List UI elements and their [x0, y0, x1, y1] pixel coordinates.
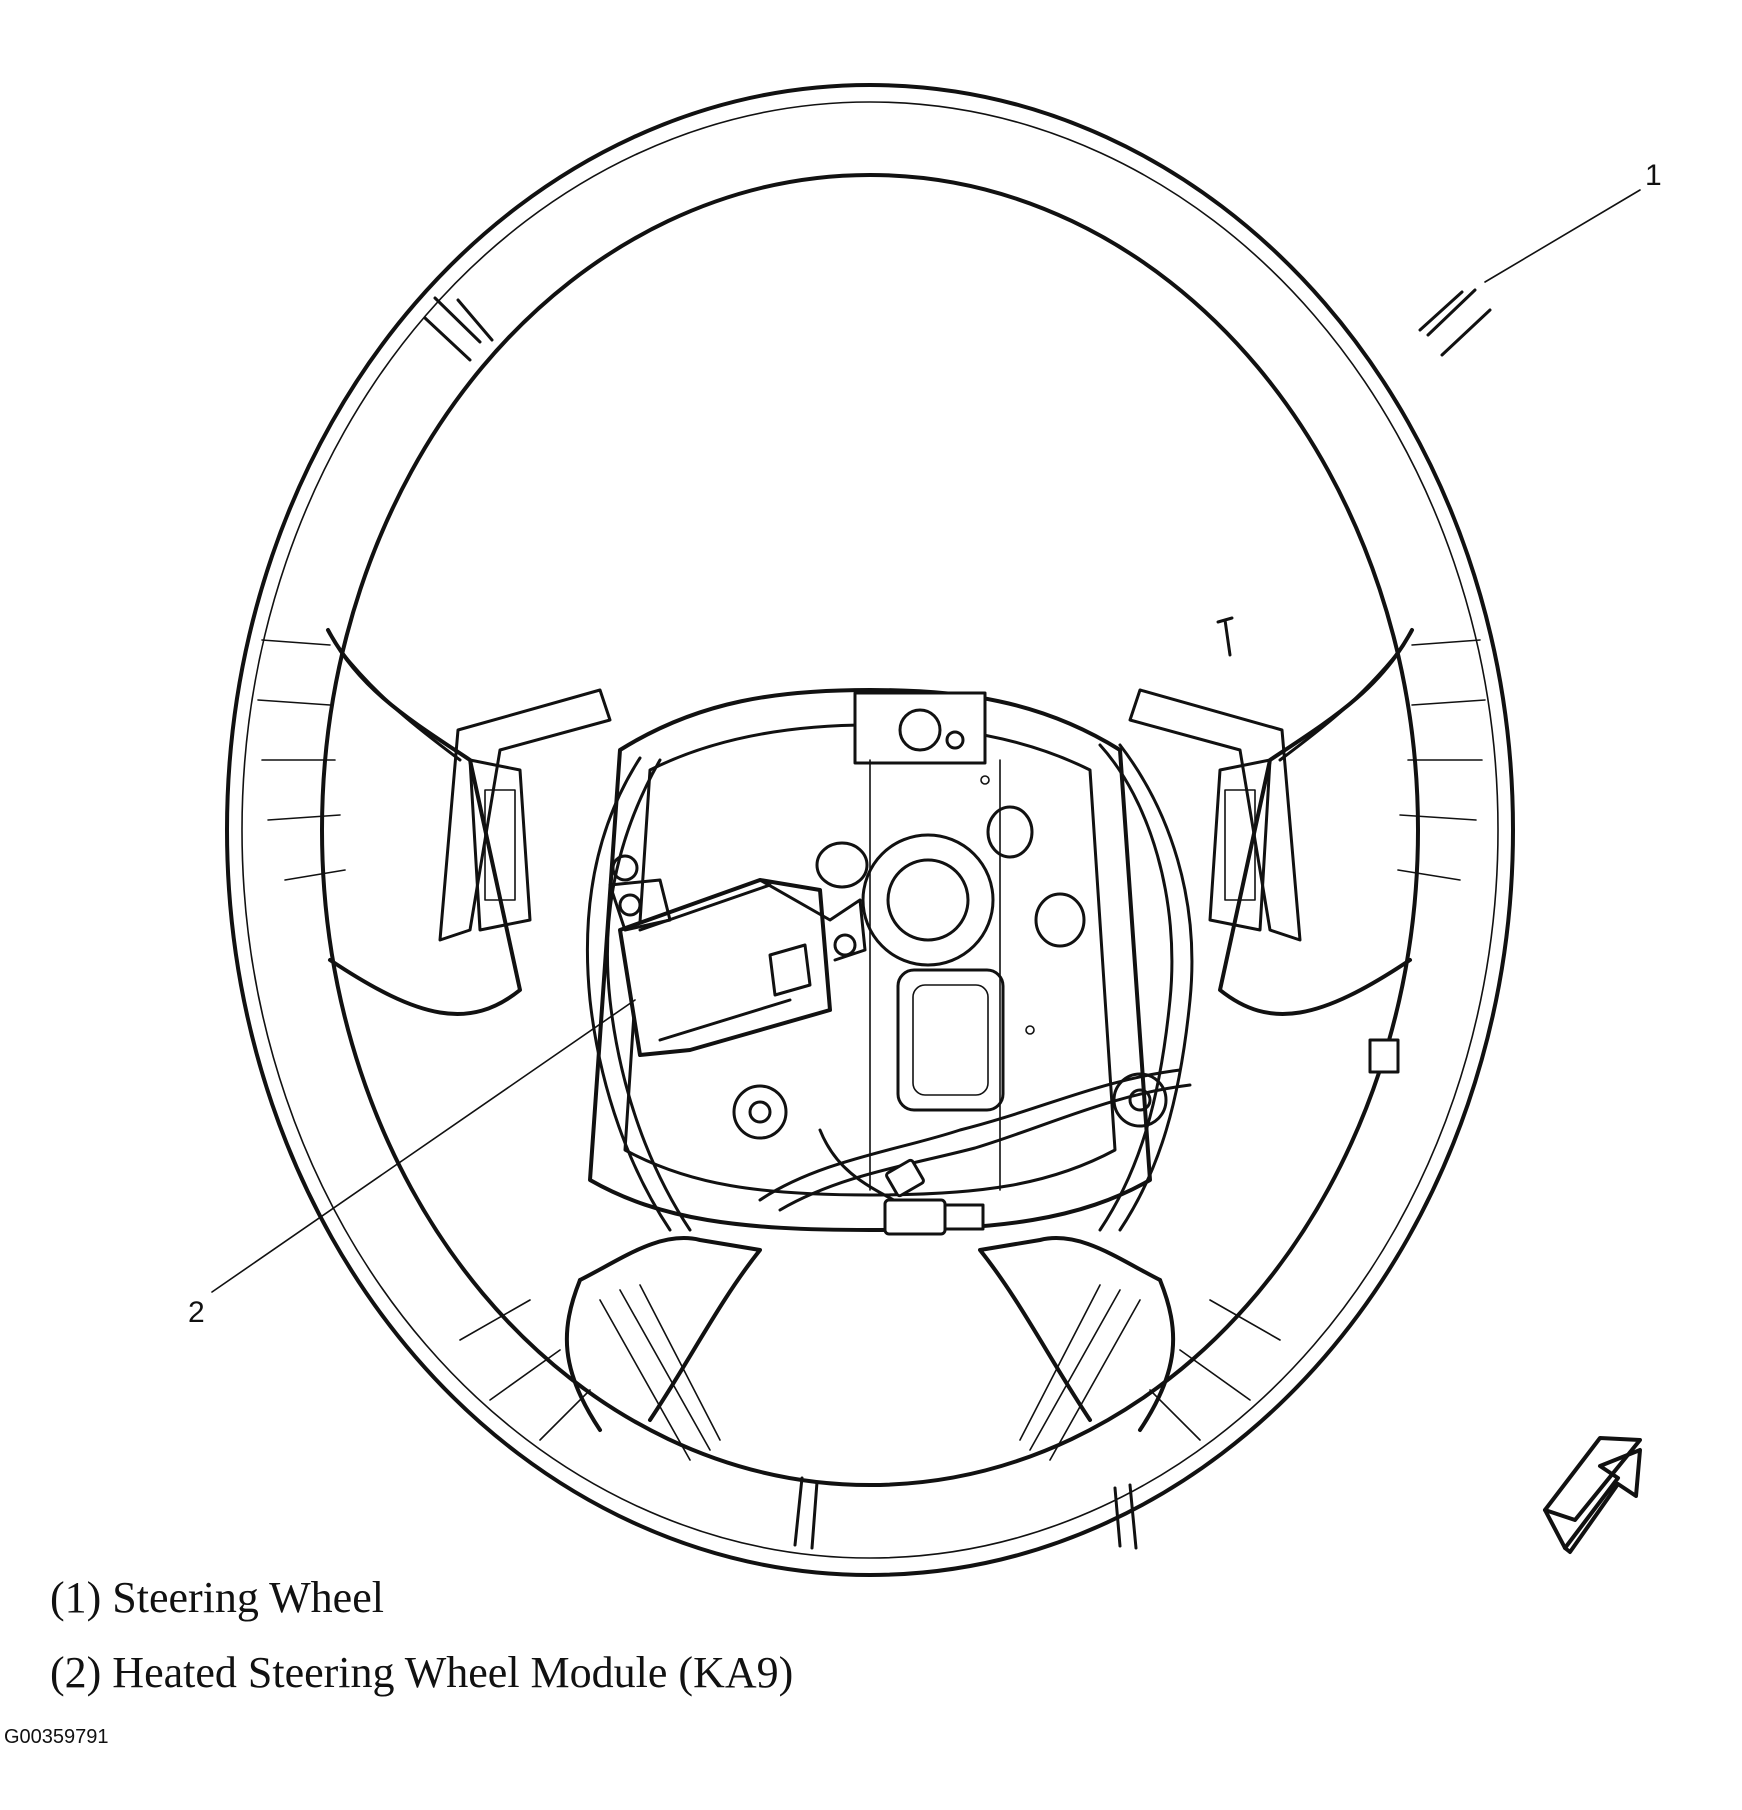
- figure-id: G00359791: [4, 1726, 109, 1748]
- leader-line-2: [211, 999, 636, 1293]
- view-direction-arrow-icon: [1543, 1436, 1642, 1554]
- callout-leaders: [211, 189, 1641, 1293]
- legend-item-steering-wheel: (1) Steering Wheel: [50, 1573, 384, 1622]
- steering-wheel-spokes: [326, 628, 1414, 1461]
- heated-steering-wheel-module: [608, 878, 867, 1057]
- right-switch-bezel: [1128, 688, 1302, 942]
- callout-number-1: 1: [1645, 159, 1662, 192]
- steering-wheel-rim: [225, 83, 1515, 1577]
- callout-number-2: 2: [188, 1296, 205, 1329]
- leader-line-1: [1484, 189, 1641, 283]
- left-switch-bezel: [438, 688, 612, 942]
- legend-item-heated-steering-wheel-module: (2) Heated Steering Wheel Module (KA9): [50, 1648, 794, 1697]
- wiring-harness: [585, 616, 1400, 1236]
